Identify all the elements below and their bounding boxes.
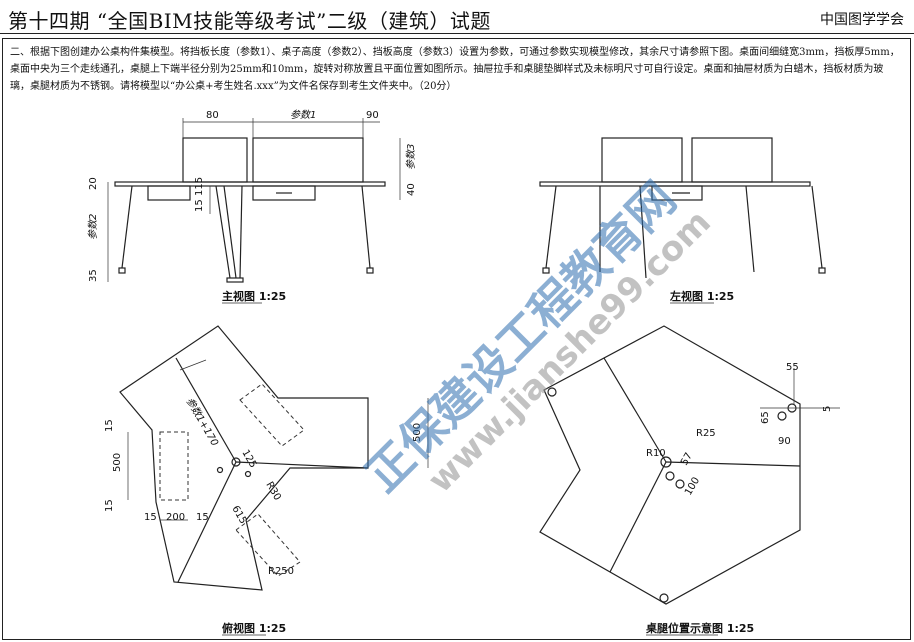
dim-15b: 15 — [104, 499, 115, 512]
watermark: 正保建设工程教育网 www.jianshe99.com — [355, 171, 719, 502]
watermark-cn: 正保建设工程教育网 — [355, 171, 686, 502]
front-view-caption: 主视图 1:25 — [222, 289, 286, 303]
dim-40: 40 — [406, 183, 417, 196]
plan-hole — [244, 470, 252, 478]
dim-615: 615 — [229, 504, 248, 526]
plan-view-caption: 俯视图 1:25 — [222, 621, 286, 635]
dim-param2: 参数2 — [87, 214, 99, 240]
left-leg — [811, 185, 823, 269]
dim-65: 65 — [760, 411, 771, 424]
dim-57: 57 — [679, 451, 695, 468]
dim-55: 55 — [786, 362, 799, 373]
leg-position — [675, 479, 685, 489]
left-leg — [639, 185, 647, 279]
front-drawer-right — [252, 185, 316, 201]
legs-view: 55 65 5 90 R25 R10 57 100 桌腿位置示意图 1:25 — [539, 325, 840, 636]
left-leg — [545, 185, 557, 269]
front-leg — [121, 185, 133, 269]
left-leg — [745, 185, 755, 273]
front-leg-foot — [118, 267, 126, 274]
front-view: 80 参数1 90 参数3 20 40 15 115 参数2 35 主视图 1:… — [87, 109, 417, 304]
plan-center-hole — [231, 457, 241, 467]
question-text: 二、根据下图创建办公桌构件集模型。将挡板长度（参数1）、桌子高度（参数2）、挡板… — [10, 47, 900, 92]
exam-title: 第十四期 “全国BIM技能等级考试”二级（建筑）试题 — [8, 9, 491, 33]
dim-80: 80 — [206, 110, 219, 121]
front-leg — [361, 185, 371, 269]
dim-200: 200 — [166, 512, 185, 523]
organization-name: 中国图学学会 — [820, 12, 904, 28]
dim-20: 20 — [88, 177, 99, 190]
legs-center-hole — [660, 456, 672, 468]
left-view-caption: 左视图 1:25 — [669, 289, 734, 303]
left-view: 左视图 1:25 — [539, 137, 826, 304]
left-drawer — [651, 185, 703, 201]
front-leg — [215, 185, 231, 279]
front-panel-right — [252, 137, 364, 183]
dim-90: 90 — [778, 436, 791, 447]
front-drawer-left — [147, 185, 191, 201]
front-desktop — [114, 181, 386, 187]
dim-15: 15 — [194, 199, 205, 212]
front-leg-foot — [226, 277, 244, 283]
left-leg-foot — [542, 267, 550, 274]
dim-100: 100 — [683, 475, 702, 497]
header-bar: 第十四期 “全国BIM技能等级考试”二级（建筑）试题 中国图学学会 — [0, 0, 914, 34]
dim-35: 35 — [88, 269, 99, 282]
dim-param3: 参数3 — [405, 144, 417, 170]
dim-r25: R25 — [696, 428, 716, 439]
dim-15a: 15 — [104, 419, 115, 432]
plan-seam — [177, 461, 237, 583]
dim-125: 125 — [239, 448, 258, 470]
left-desktop — [539, 181, 811, 187]
leg-position — [665, 471, 675, 481]
plan-seam — [175, 357, 237, 463]
dim-param1: 参数1 — [290, 109, 316, 121]
dim-r10: R10 — [646, 448, 666, 459]
legs-seam — [609, 461, 667, 573]
leg-position — [777, 411, 787, 421]
dim-5: 5 — [822, 406, 833, 412]
front-panel-left — [182, 137, 248, 183]
leg-position — [659, 593, 669, 603]
plan-hole — [216, 466, 224, 474]
dim-15c: 15 — [144, 512, 157, 523]
leg-position — [547, 387, 557, 397]
plan-drawer — [159, 431, 189, 501]
dim-r250: R250 — [268, 566, 294, 577]
legs-seam — [603, 357, 667, 463]
dim-line — [179, 359, 207, 371]
legs-seam — [665, 461, 801, 467]
left-leg-foot — [818, 267, 826, 274]
dim-90: 90 — [366, 110, 379, 121]
left-panel — [601, 137, 683, 183]
dim-15d: 15 — [196, 512, 209, 523]
dim-500a: 500 — [412, 423, 423, 442]
front-leg-foot — [366, 267, 374, 274]
drawing-frame — [2, 38, 911, 640]
legs-outline — [539, 325, 801, 605]
watermark-url: www.jianshe99.com — [420, 202, 718, 500]
plan-seam — [235, 461, 369, 469]
legs-view-caption: 桌腿位置示意图 1:25 — [645, 621, 754, 635]
dim-115: 115 — [194, 177, 205, 196]
plan-outline — [119, 325, 369, 591]
front-leg — [239, 185, 243, 279]
left-panel — [691, 137, 773, 183]
dim-500b: 500 — [112, 453, 123, 472]
plan-drawer — [239, 383, 305, 447]
front-leg — [223, 185, 237, 279]
dim-r30: R30 — [263, 480, 282, 503]
